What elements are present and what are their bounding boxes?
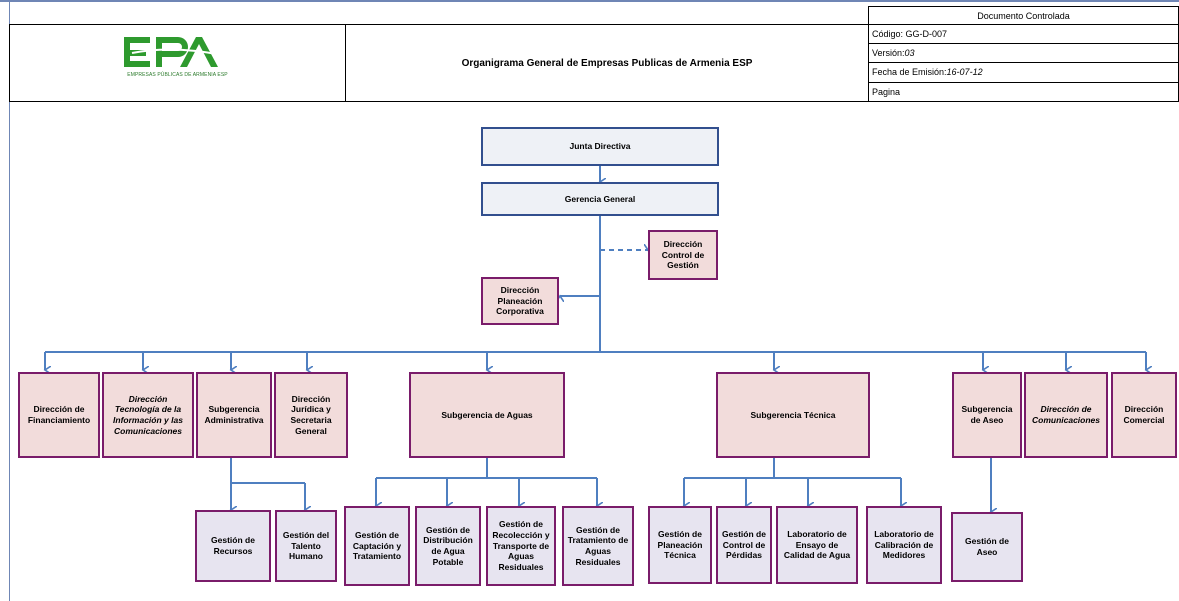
gestion-planeacion-tecnica-box: Gestión de Planeación Técnica <box>648 506 712 584</box>
laboratorio-calibracion-box: Laboratorio de Calibración de Medidores <box>866 506 942 584</box>
direccion-comercial-box: Dirección Comercial <box>1111 372 1177 458</box>
version-value: 03 <box>904 47 915 58</box>
fecha-label: Fecha de Emisión: <box>872 67 947 77</box>
gestion-tratamiento-box: Gestión de Tratamiento de Aguas Residual… <box>562 506 634 586</box>
top-rule <box>0 0 1179 2</box>
subgerencia-administrativa-box: Subgerencia Administrativa <box>196 372 272 458</box>
gestion-control-perdidas-box: Gestión de Control de Pérdidas <box>716 506 772 584</box>
epa-logo-icon <box>124 37 223 67</box>
left-rule <box>9 0 10 601</box>
direccion-financiamiento-box: Dirección de Financiamiento <box>18 372 100 458</box>
junta-directiva-box: Junta Directiva <box>481 127 719 166</box>
gerencia-general-box: Gerencia General <box>481 182 719 216</box>
direccion-planeacion-corporativa-box: Dirección Planeación Corporativa <box>481 277 559 325</box>
subgerencia-aguas-box: Subgerencia de Aguas <box>409 372 565 458</box>
gestion-aseo-box: Gestión de Aseo <box>951 512 1023 582</box>
version-field: Versión: 03 <box>868 43 1179 63</box>
subgerencia-tecnica-box: Subgerencia Técnica <box>716 372 870 458</box>
direccion-juridica-box: Dirección Jurídica y Secretaria General <box>274 372 348 458</box>
header-bottom-rule <box>9 101 1179 102</box>
subgerencia-aseo-box: Subgerencia de Aseo <box>952 372 1022 458</box>
direccion-tecnologia-box: Dirección Tecnología de la Información y… <box>102 372 194 458</box>
gestion-captacion-box: Gestión de Captación y Tratamiento <box>344 506 410 586</box>
gestion-recoleccion-box: Gestión de Recolección y Transporte de A… <box>486 506 556 586</box>
gestion-talento-humano-box: Gestión del Talento Humano <box>275 510 337 582</box>
direccion-comunicaciones-box: Dirección de Comunicaciones <box>1024 372 1108 458</box>
gestion-recursos-box: Gestión de Recursos <box>195 510 271 582</box>
fecha-value: 16-07-12 <box>946 67 983 77</box>
logo-tagline: EMPRESAS PÚBLICAS DE ARMENIA ESP <box>127 72 228 78</box>
version-label: Versión: <box>872 47 905 58</box>
laboratorio-ensayo-box: Laboratorio de Ensayo de Calidad de Agua <box>776 506 858 584</box>
gestion-distribucion-box: Gestión de Distribución de Agua Potable <box>415 506 481 586</box>
direccion-control-gestion-box: Dirección Control de Gestión <box>648 230 718 280</box>
